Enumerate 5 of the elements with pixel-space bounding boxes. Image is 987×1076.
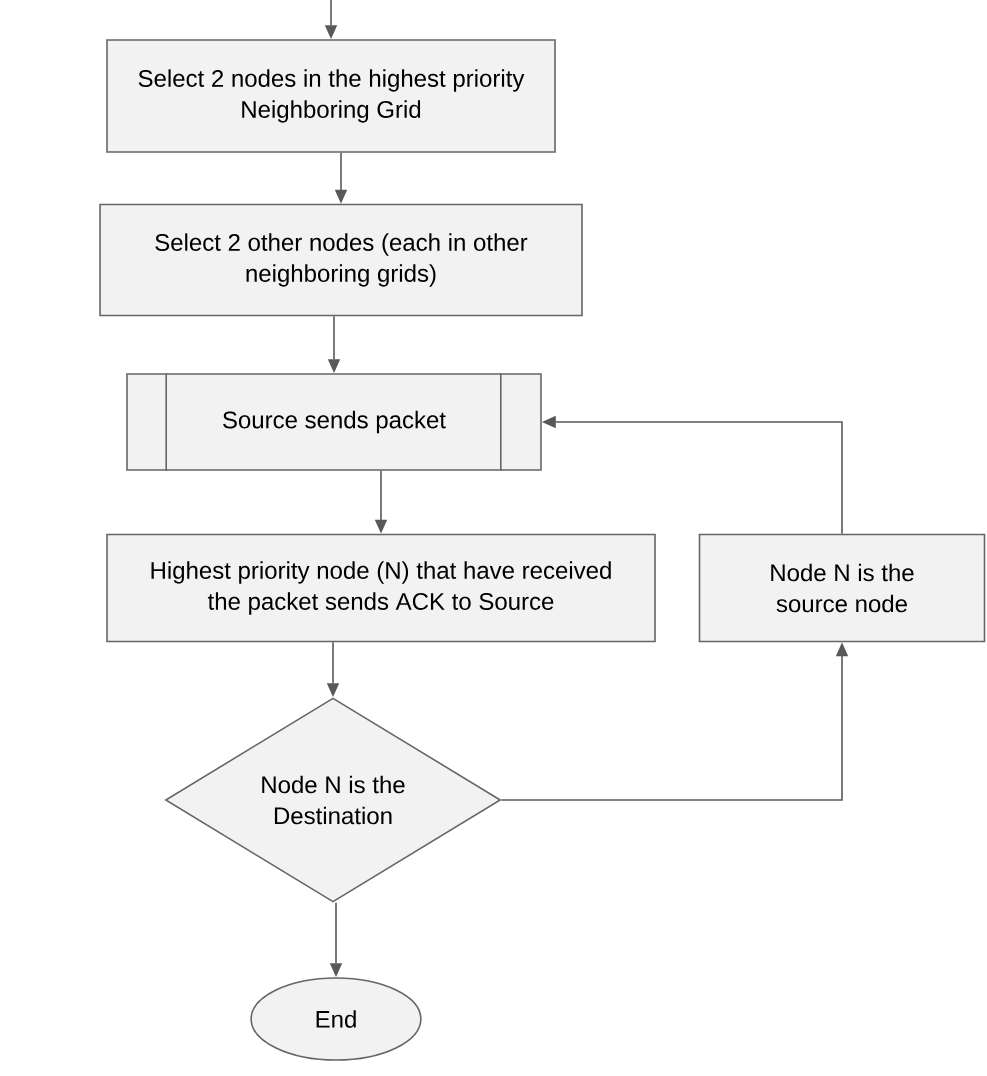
process-box: Select 2 other nodes (each in other neighboring grids) bbox=[99, 203, 583, 317]
process-box: Select 2 nodes in the highest priority Neighboring Grid bbox=[106, 39, 556, 153]
predefined-process-box: Source sends packet bbox=[126, 372, 542, 472]
process-box: Highest priority node (N) that have received the packet sends ACK to Source bbox=[106, 533, 656, 643]
process-box: Node N is the source node bbox=[698, 533, 986, 643]
